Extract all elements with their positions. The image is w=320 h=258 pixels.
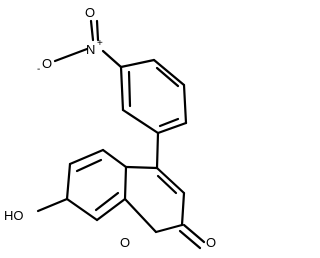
nitro-bond-double-a — [89, 19, 95, 42]
phenyl-bond-4 — [156, 121, 188, 135]
structure-drawing: O N + O - HO O O — [4, 5, 216, 250]
right-ring-bond-1 — [124, 165, 159, 170]
ring-oxygen-label: O — [120, 235, 130, 250]
bond-lines — [36, 19, 206, 250]
phenyl-bond-6 — [119, 65, 125, 112]
carbonyl-double-a — [182, 223, 206, 244]
phenyl-bond-1 — [119, 58, 156, 69]
phenyl-bond-3 — [182, 83, 188, 125]
right-ring-bond-4 — [154, 223, 184, 234]
nitro-oxygen-top-label: O — [85, 5, 95, 20]
chemical-structure-canvas: O N + O - HO O O — [4, 5, 217, 250]
left-ring-bond-5 — [65, 197, 99, 222]
phenyl-double-2 — [158, 117, 180, 128]
nitro-nitrogen-label: N — [86, 42, 95, 57]
phenyl-bond-2 — [152, 58, 186, 87]
left-ring-bond-4 — [95, 197, 127, 222]
left-ring-double-1 — [75, 158, 103, 173]
right-ring-bond-3 — [180, 191, 186, 227]
right-ring-double-1 — [156, 174, 178, 195]
phenyl-bond-5 — [121, 108, 160, 135]
atom-labels: O N + O - HO O O — [4, 5, 216, 250]
left-ring-bond-1 — [68, 148, 105, 166]
carbonyl-double-b — [178, 229, 202, 250]
hydroxyl-label: HO — [4, 208, 24, 223]
left-ring-double-2 — [94, 191, 120, 212]
phenyl-double-3 — [127, 70, 132, 108]
carbonyl-oxygen-label: O — [206, 235, 216, 250]
nitro-positive-charge-label: + — [97, 38, 103, 49]
nitro-negative-charge-label: - — [37, 64, 40, 75]
nitro-bond-double-b — [95, 19, 100, 42]
nitro-bond-single — [53, 47, 89, 63]
phenyl-double-1 — [155, 66, 180, 88]
right-ring-bond-2 — [155, 166, 186, 195]
phenyl-to-coumarin-bond — [155, 131, 160, 170]
left-ring-bond-6 — [65, 162, 72, 201]
hydroxyl-bond — [36, 197, 69, 213]
left-ring-bond-2 — [101, 148, 128, 169]
nitro-oxygen-minus-label: O — [42, 56, 52, 71]
nitro-to-ring-bond — [101, 49, 123, 69]
right-ring-bond-5 — [123, 197, 158, 234]
left-ring-bond-3 — [123, 165, 128, 201]
